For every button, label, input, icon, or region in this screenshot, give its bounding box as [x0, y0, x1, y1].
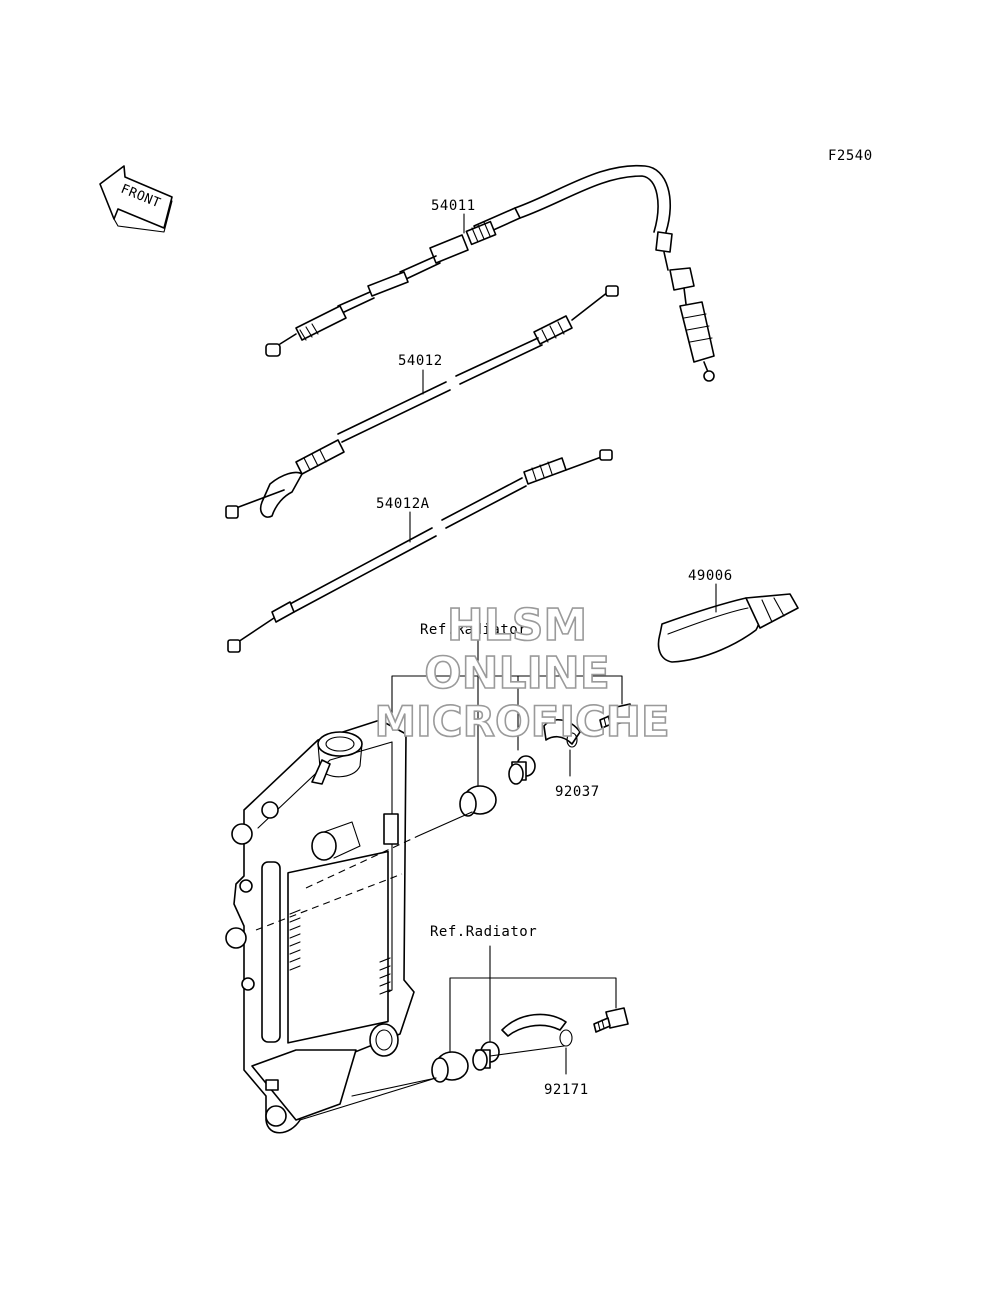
grommet-lower	[431, 1051, 469, 1083]
collar-lower	[472, 1041, 500, 1071]
hand-guard-49006: 49006	[657, 568, 799, 663]
figure-code: F2540	[828, 148, 873, 164]
callout-54012A: 54012A	[376, 496, 430, 512]
watermark-line2: ONLINE	[424, 648, 610, 699]
radiator	[225, 719, 419, 1134]
upper-clamp-group: Ref.Radiator 92037	[391, 622, 635, 837]
callout-54012: 54012	[398, 353, 443, 369]
lower-clamp-group: Ref.Radiator 92171	[299, 924, 629, 1121]
radiator-cap	[311, 731, 363, 785]
callout-49006: 49006	[688, 568, 733, 584]
radiator-outlet-lower	[369, 1023, 399, 1057]
ref-radiator-upper: Ref.Radiator	[420, 622, 527, 638]
clutch-cable-54011: 54011	[265, 164, 715, 382]
callout-92037: 92037	[555, 784, 600, 800]
throttle-cable-54012: 54012	[225, 285, 619, 519]
front-arrow-icon: FRONT	[99, 165, 173, 233]
bolt-upper	[599, 703, 635, 729]
grommet-upper	[459, 785, 497, 817]
watermark: HLSM ONLINE MICROFICHE	[374, 599, 671, 747]
bolt-lower	[593, 1007, 629, 1033]
throttle-cable-54012A: 54012A	[227, 449, 613, 653]
callout-54011: 54011	[431, 198, 476, 214]
radiator-outlet-upper	[311, 821, 361, 861]
ref-radiator-lower: Ref.Radiator	[430, 924, 537, 940]
radiator-fins	[289, 909, 391, 995]
collar-upper	[508, 755, 536, 785]
watermark-line1: HLSM	[447, 600, 587, 651]
clamp-92037: 92037	[543, 719, 600, 800]
callout-92171: 92171	[544, 1082, 589, 1098]
watermark-line3: MICROFICHE	[374, 697, 669, 746]
clamp-92171: 92171	[501, 1013, 589, 1098]
front-arrow-label: FRONT	[119, 182, 163, 212]
